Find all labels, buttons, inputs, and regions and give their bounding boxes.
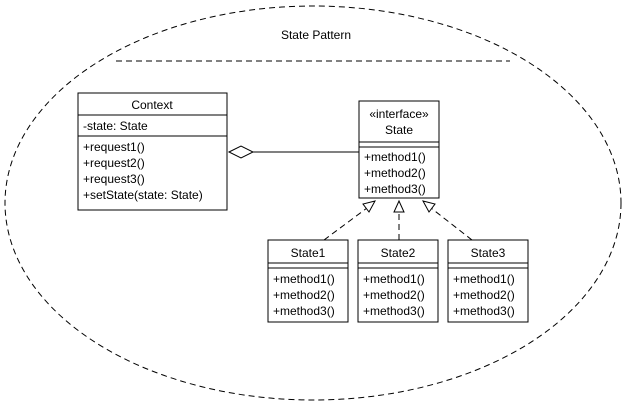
- state2-operation: +method2(): [363, 288, 425, 302]
- realization-state3: [422, 200, 473, 241]
- state1-name: State1: [291, 246, 326, 260]
- aggregation-diamond-icon: [227, 145, 255, 159]
- state2-operation: +method1(): [363, 272, 425, 286]
- state-operation: +method2(): [364, 166, 426, 180]
- state-stereotype: «interface»: [369, 107, 429, 121]
- state-operation: +method3(): [364, 182, 426, 196]
- state2-name: State2: [381, 246, 416, 260]
- state2-operation: +method3(): [363, 304, 425, 318]
- state3-operation: +method1(): [453, 272, 515, 286]
- state3-operation: +method3(): [453, 304, 515, 318]
- state2-class[interactable]: State2 +method1() +method2() +method3(): [357, 239, 439, 323]
- realization-arrowhead-icon: [362, 200, 376, 213]
- realization-arrowhead-icon: [393, 199, 405, 213]
- state2-box: [357, 239, 439, 323]
- state3-class[interactable]: State3 +method1() +method2() +method3(): [447, 239, 529, 323]
- state-interface-box: [358, 100, 440, 199]
- realization-state1: [323, 200, 376, 241]
- state-operation: +method1(): [364, 150, 426, 164]
- state3-box: [447, 239, 529, 323]
- realization-state2: [393, 199, 405, 240]
- context-operation: +request3(): [83, 172, 145, 186]
- state1-box: [267, 239, 349, 323]
- collaboration-ellipse: [4, 5, 622, 401]
- state-interface-class[interactable]: «interface» State +method1() +method2() …: [358, 100, 440, 199]
- context-class-name: Context: [131, 98, 173, 112]
- context-class-box: [77, 92, 228, 211]
- realization-line: [430, 207, 473, 241]
- context-class[interactable]: Context -state: State +request1() +reque…: [77, 92, 228, 211]
- state1-class[interactable]: State1 +method1() +method2() +method3(): [267, 239, 349, 323]
- diagram-title: State Pattern: [281, 28, 351, 42]
- state-interface-name: State: [385, 123, 413, 137]
- state1-operation: +method2(): [273, 288, 335, 302]
- realization-arrowhead-icon: [422, 200, 436, 213]
- state3-operation: +method2(): [453, 288, 515, 302]
- context-operation: +request1(): [83, 140, 145, 154]
- aggregation-association: [227, 145, 359, 159]
- context-attribute: -state: State: [83, 119, 148, 133]
- state1-operation: +method1(): [273, 272, 335, 286]
- state3-name: State3: [471, 246, 506, 260]
- realization-line: [323, 207, 368, 241]
- state1-operation: +method3(): [273, 304, 335, 318]
- context-operation: +setState(state: State): [83, 188, 203, 202]
- context-operation: +request2(): [83, 156, 145, 170]
